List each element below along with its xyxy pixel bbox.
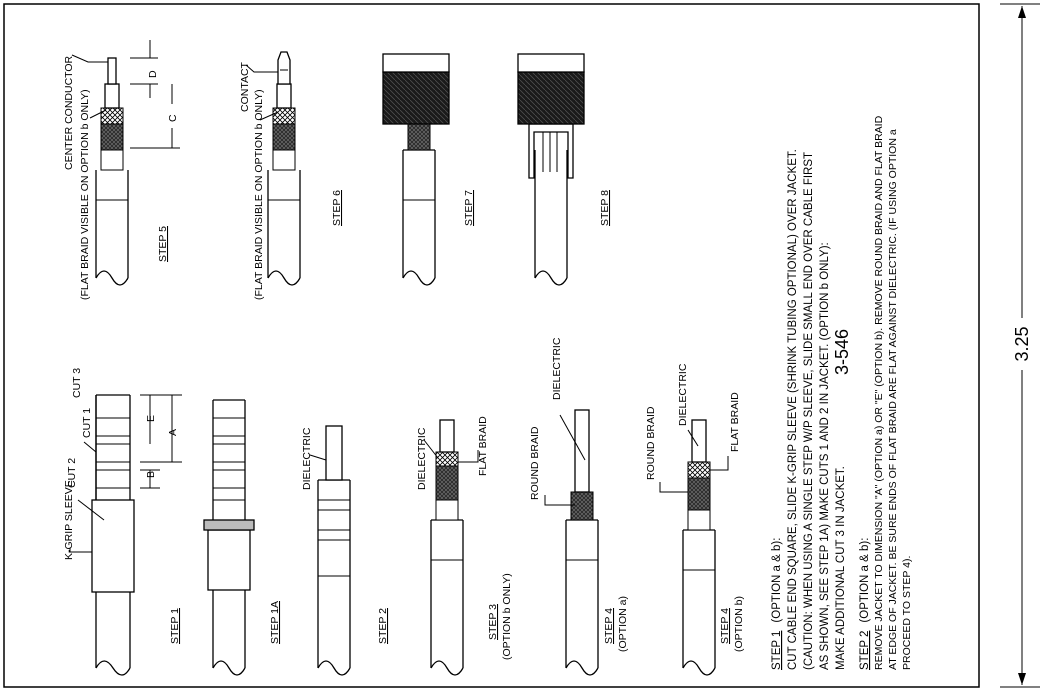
figure-number: 3-546 xyxy=(832,329,852,375)
step-3-drawing xyxy=(430,419,464,676)
step-3-label-dielectric: DIELECTRIC xyxy=(416,427,428,490)
note-step-2-line-2: AT EDGE OF JACKET. BE SURE ENDS OF FLAT … xyxy=(887,129,899,670)
label-dim-b: B xyxy=(145,471,157,478)
step-6-label-flat-braid-visible: (FLAT BRAID VISIBLE ON OPTION b ONLY) xyxy=(253,89,265,300)
step-4a-label: STEP 4 xyxy=(603,608,615,644)
label-dim-c: C xyxy=(167,114,179,122)
step-6-label: STEP 6 xyxy=(331,190,343,226)
step-3-label: STEP 3 xyxy=(487,604,499,640)
note-step-2-line-3: PROCEED TO STEP 4). xyxy=(901,556,913,670)
note-step-1-line-2: (CAUTION: WHEN USING A SINGLE STEP W/P S… xyxy=(803,152,815,670)
note-step-2-head: STEP 2 xyxy=(859,631,871,670)
step-2-drawing xyxy=(317,425,351,676)
note-step-2-option: (OPTION a & b): xyxy=(859,538,871,623)
step-4a-drawing xyxy=(565,409,599,676)
step-1-drawing xyxy=(91,394,135,676)
note-step-1-option: (OPTION a & b): xyxy=(771,538,783,623)
step-1a-drawing xyxy=(203,399,255,676)
step-5-label-center-conductor: CENTER CONDUCTOR xyxy=(63,55,75,170)
step-5-drawing xyxy=(95,57,129,286)
step-3-label-flat-braid: FLAT BRAID xyxy=(477,416,489,476)
step-1a-label: STEP 1A xyxy=(269,601,281,644)
step-8-label: STEP 8 xyxy=(599,190,611,226)
step-1-label: STEP 1 xyxy=(169,608,181,644)
step-4b-label-flat-braid: FLAT BRAID xyxy=(729,392,741,452)
step-4b-label: STEP 4 xyxy=(719,608,731,644)
svg-text:STEP 2(OPTION a & b):: STEP 2 (OPTION a & b): xyxy=(859,538,871,670)
step-4b-label-dielectric: DIELECTRIC xyxy=(677,363,689,426)
instruction-notes: STEP 1 (OPTION a & b): CUT CABLE END SQUA… xyxy=(771,115,913,670)
step-5-label: STEP 5 xyxy=(157,226,169,262)
step-7-drawing xyxy=(382,53,450,286)
sheet-border xyxy=(3,3,980,688)
label-k-grip-sleeve: K-GRIP SLEEVE xyxy=(63,480,75,560)
step-1-callouts: K-GRIP SLEEVE CUT 2 CUT 1 CUT 3 B E A xyxy=(63,368,182,560)
dimension-value: 3.25 xyxy=(1012,326,1032,361)
note-step-2-line-1: REMOVE JACKET TO DIMENSION "A" (OPTION a… xyxy=(873,115,885,670)
step-4a-label-dielectric: DIELECTRIC xyxy=(551,337,563,400)
step-6-label-contact: CONTACT xyxy=(239,61,251,112)
label-dim-e: E xyxy=(145,415,157,422)
step-5-label-flat-braid-visible: (FLAT BRAID VISIBLE ON OPTION b ONLY) xyxy=(79,89,91,300)
step-2-label: STEP 2 xyxy=(377,608,389,644)
step-3-sub: (OPTION b ONLY) xyxy=(501,573,513,660)
step-4b-label-round-braid: ROUND BRAID xyxy=(645,406,657,480)
step-4b-sub: (OPTION b) xyxy=(733,596,745,652)
step-6-drawing xyxy=(267,51,301,286)
step-2-label-dielectric: DIELECTRIC xyxy=(301,427,313,490)
label-cut-1: CUT 1 xyxy=(81,408,93,438)
step-4a-label-round-braid: ROUND BRAID xyxy=(529,426,541,500)
label-cut-3: CUT 3 xyxy=(71,368,83,398)
step-7-label: STEP 7 xyxy=(463,190,475,226)
step-8-drawing xyxy=(517,53,585,286)
note-step-1-line-1: CUT CABLE END SQUARE, SLIDE K-GRIP SLEEV… xyxy=(787,149,799,670)
note-step-1-line-3: AS SHOWN, SEE STEP 1A) MAKE CUTS 1 AND 2… xyxy=(819,242,831,670)
label-cut-2: CUT 2 xyxy=(66,458,78,488)
label-dim-d: D xyxy=(147,70,159,78)
svg-text:STEP 1(OPTION a & b):: STEP 1 (OPTION a & b): xyxy=(771,538,783,670)
step-4a-sub: (OPTION a) xyxy=(617,596,629,652)
label-dim-a: A xyxy=(167,429,179,436)
overall-dimension: 3.25 xyxy=(1000,3,1040,688)
step-4b-drawing xyxy=(682,419,716,676)
note-step-1-line-4: MAKE ADDITIONAL CUT 3 IN JACKET. xyxy=(835,466,847,670)
note-step-1-head: STEP 1 xyxy=(771,631,783,670)
